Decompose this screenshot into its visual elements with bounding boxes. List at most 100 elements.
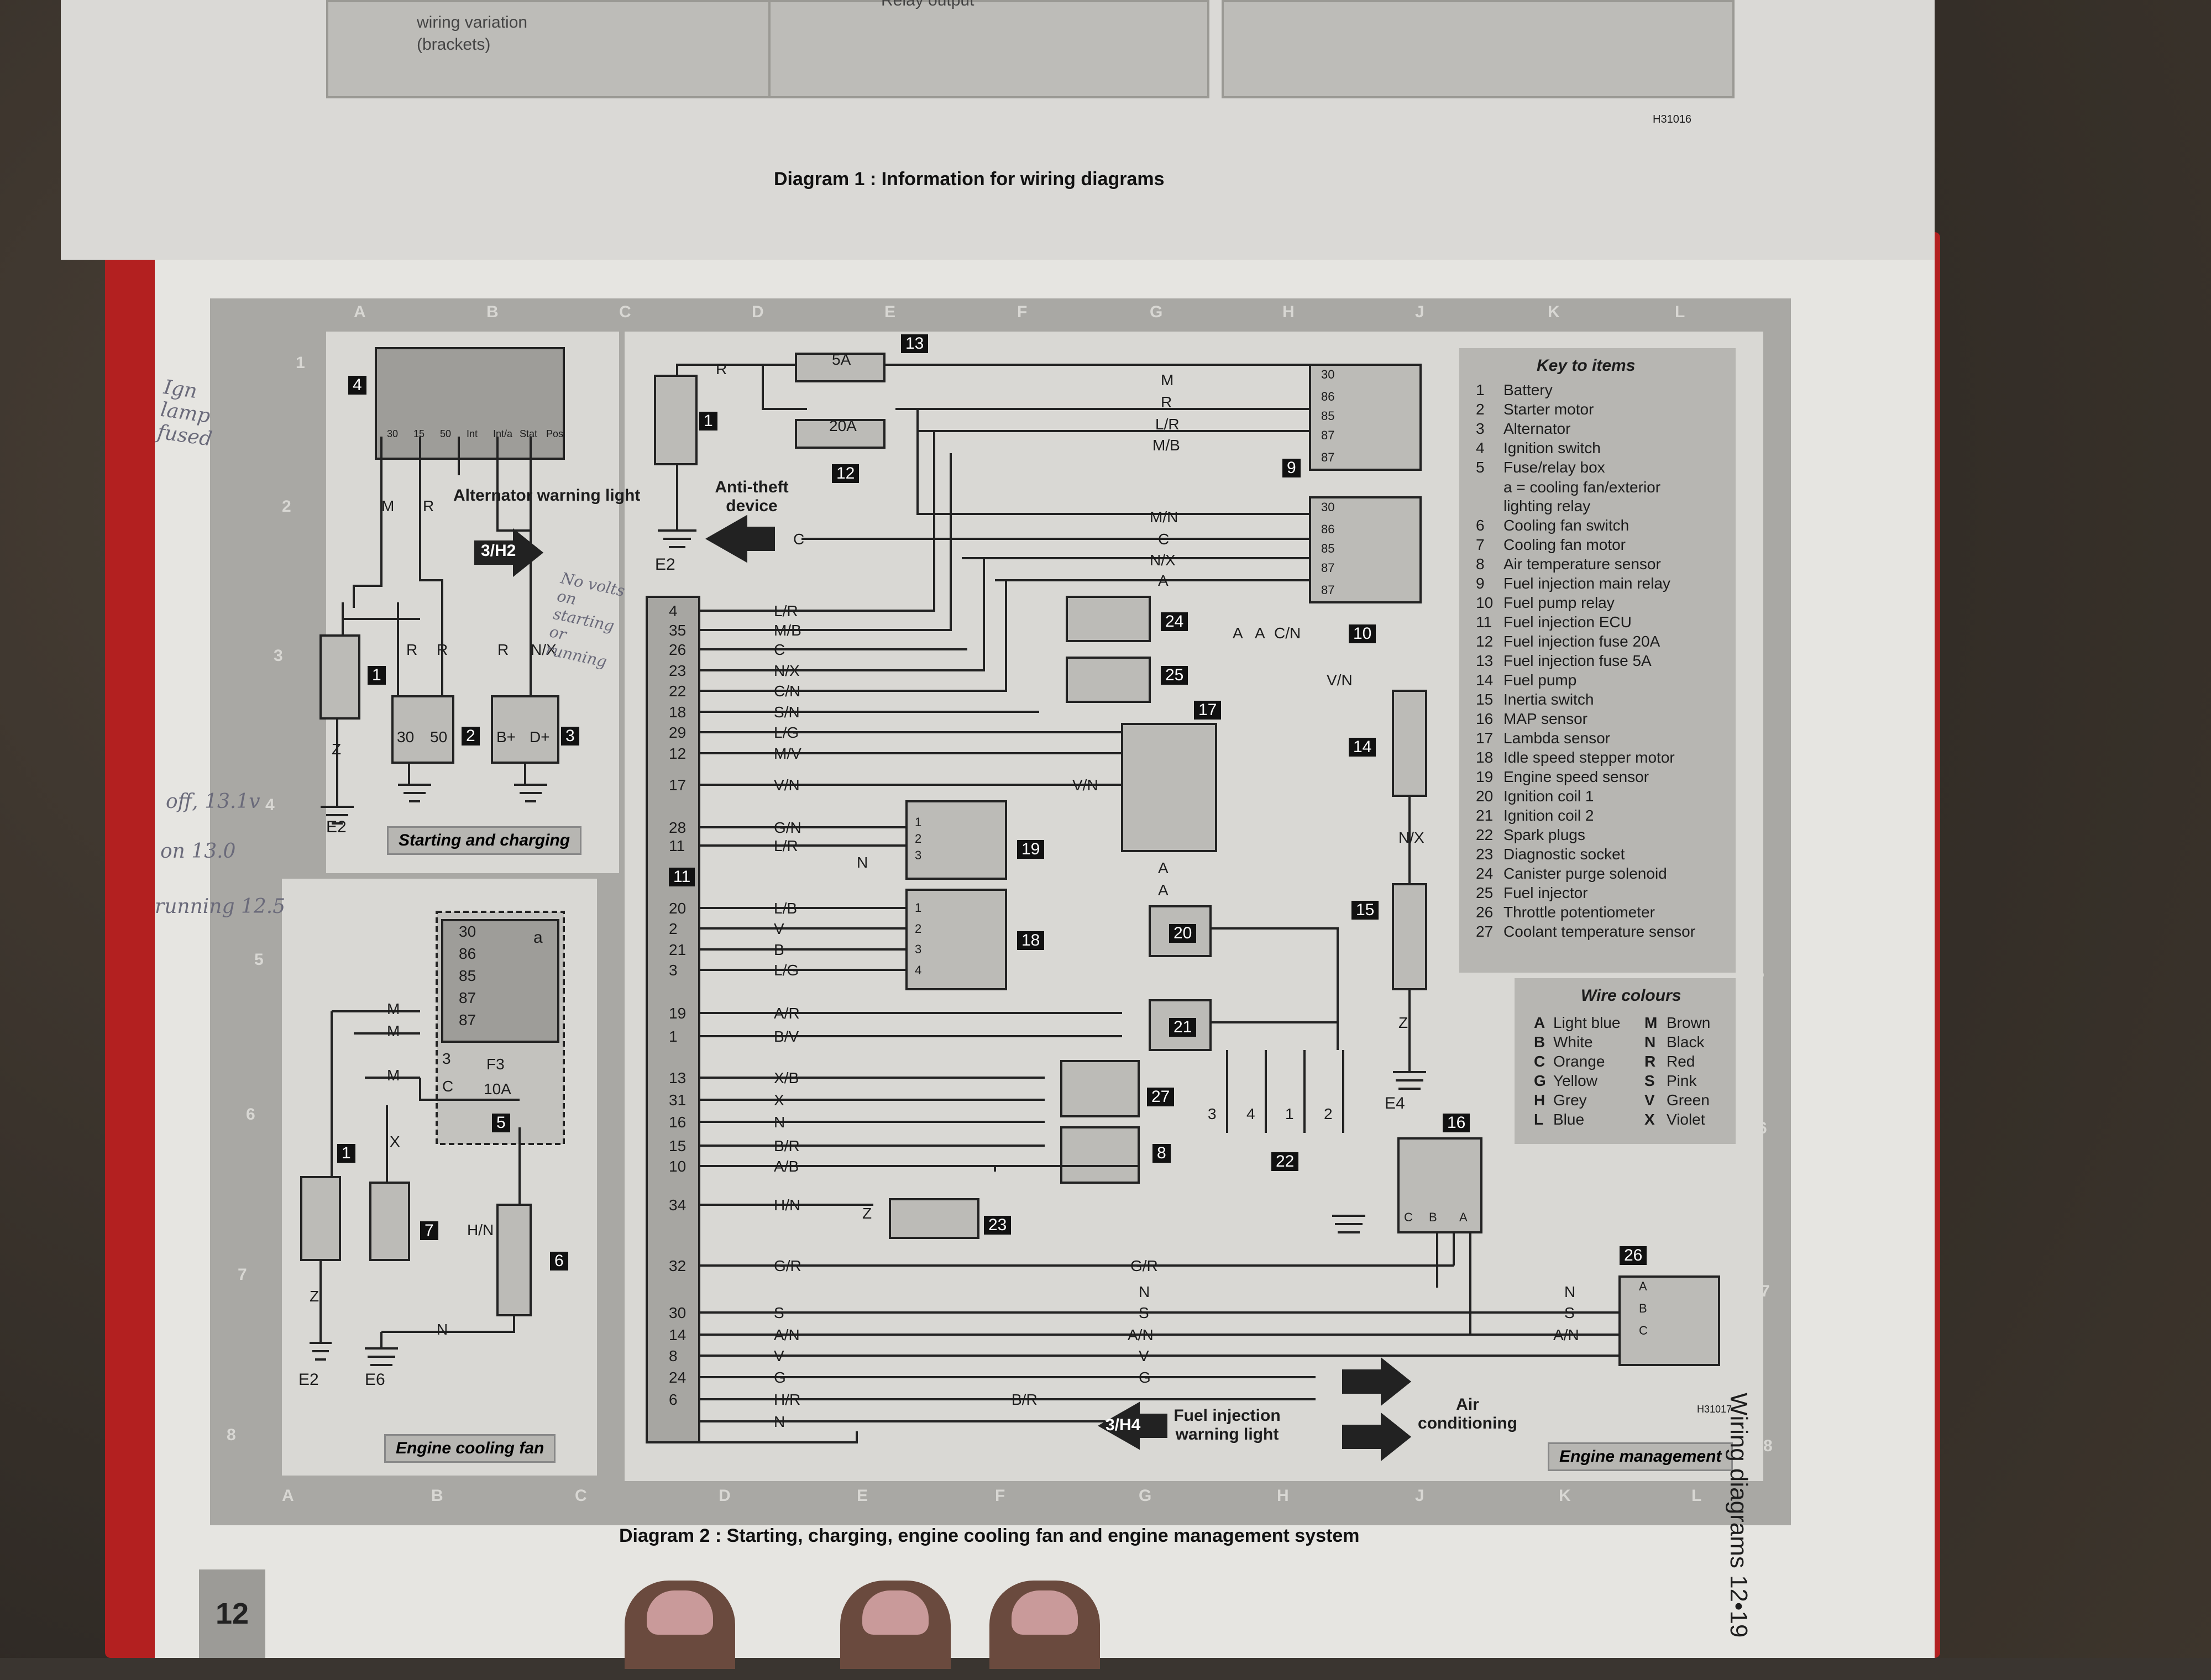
ecu-pin: 31 xyxy=(669,1091,687,1109)
ecu-pin: 10 xyxy=(669,1158,687,1175)
ecu-pin: 20 xyxy=(669,900,687,917)
item-tag: 21 xyxy=(1169,1018,1197,1037)
fan-wire-c: C xyxy=(442,1078,454,1095)
em-earth-e2: E2 xyxy=(655,555,675,574)
item-2-tag: 2 xyxy=(462,727,480,746)
item-tag: 26 xyxy=(1620,1246,1647,1265)
item-tag: 18 xyxy=(1017,931,1045,950)
alt-term-bplus: B+ xyxy=(496,728,516,746)
item-tag: 1 xyxy=(699,412,717,431)
ecu-wire: X xyxy=(774,1091,784,1109)
ecu-wire: G xyxy=(774,1369,786,1386)
ecu-wire: C xyxy=(774,641,785,658)
handwritten-note-on: on 13.0 xyxy=(160,840,236,863)
switch-term-30: 30 xyxy=(387,428,399,439)
switch-term-15: 15 xyxy=(413,428,425,439)
starter-term-50: 50 xyxy=(430,728,448,746)
top-fragment-2: (brackets) xyxy=(417,35,491,54)
ecu-pin: 22 xyxy=(669,683,687,700)
ecu-pin: 13 xyxy=(669,1069,687,1086)
fan-wire-x: X xyxy=(390,1133,400,1150)
ecu-pin: 19 xyxy=(669,1005,687,1022)
item-tag: 24 xyxy=(1161,612,1188,631)
ecu-pin: 16 xyxy=(669,1114,687,1131)
ecu-wire: A/B xyxy=(774,1158,799,1175)
fan-wire-hn: H/N xyxy=(467,1221,494,1238)
ecu-wire: S xyxy=(774,1304,784,1321)
ecu-wire: C/N xyxy=(774,683,801,700)
top-ref: H31016 xyxy=(1653,113,1692,125)
handwritten-note-off: off, 13.1v xyxy=(166,790,260,813)
fan-relay-87: 87 xyxy=(459,989,476,1006)
diagram-1-caption: Diagram 1 : Information for wiring diagr… xyxy=(774,169,1165,190)
ecu-wire: L/R xyxy=(774,602,798,620)
ecu-pin: 28 xyxy=(669,819,687,836)
item-tag: 14 xyxy=(1349,738,1376,757)
ecu-wire: N/X xyxy=(774,662,800,679)
ecu-wire: L/B xyxy=(774,900,798,917)
sc-wire-m: M xyxy=(381,497,395,514)
wire-colours-box xyxy=(1515,978,1736,1144)
switch-term-inta: Int/a xyxy=(493,428,513,439)
handwritten-note-running: running 12.5 xyxy=(155,895,286,918)
alternator-arrow-ref: 3/H2 xyxy=(481,542,516,560)
item-tag: 10 xyxy=(1349,624,1376,643)
ecu-pin: 11 xyxy=(669,837,685,854)
ecu-wire: L/G xyxy=(774,962,799,979)
item-tag: 12 xyxy=(832,464,860,483)
ecu-pin: 34 xyxy=(669,1196,687,1214)
item-tag: 11 xyxy=(669,868,695,886)
finger xyxy=(989,1581,1100,1669)
alt-term-dplus: D+ xyxy=(530,728,550,746)
fan-wire-z: Z xyxy=(310,1288,319,1305)
item-tag: 16 xyxy=(1443,1114,1470,1132)
ecu-wire: S/N xyxy=(774,704,800,721)
ecu-wire: H/N xyxy=(774,1196,801,1214)
item-1-tag: 1 xyxy=(368,666,386,685)
ecu-pin: 23 xyxy=(669,662,687,679)
fan-relay-30: 30 xyxy=(459,923,476,940)
ecu-wire: X/B xyxy=(774,1069,799,1086)
anti-theft-label: Anti-theft device xyxy=(715,478,789,515)
item-tag: 13 xyxy=(901,334,929,353)
previous-page: wiring variation (brackets) Relay output… xyxy=(61,0,1935,260)
em-earth-e4: E4 xyxy=(1385,1094,1405,1112)
sc-earth-label: E2 xyxy=(326,818,347,836)
ecu-wire: A/R xyxy=(774,1005,800,1022)
item-tag: 22 xyxy=(1271,1152,1299,1171)
fan-fuse-10a: 10A xyxy=(484,1080,511,1098)
fan-wire-m-1: M xyxy=(387,1000,400,1017)
ecu-pin: 35 xyxy=(669,622,687,639)
ecu-pin: 14 xyxy=(669,1326,687,1343)
sc-wire-r-2: R xyxy=(406,641,418,658)
engine-cooling-fan-label: Engine cooling fan xyxy=(384,1434,556,1463)
fan-relay-86: 86 xyxy=(459,945,476,962)
item-6-tag: 6 xyxy=(550,1252,568,1271)
ecu-pin: 6 xyxy=(669,1391,678,1408)
sc-wire-r-4: R xyxy=(497,641,509,658)
fan-relay-87b: 87 xyxy=(459,1011,476,1028)
item-1b-tag: 1 xyxy=(337,1144,355,1163)
wire-colours-title: Wire colours xyxy=(1581,986,1681,1005)
ecu-wire: M/V xyxy=(774,745,801,762)
ecu-pin: 24 xyxy=(669,1369,687,1386)
switch-term-pos: Pos xyxy=(546,428,564,439)
ecu-wire: N xyxy=(774,1114,785,1131)
alternator-warning-label: Alternator warning light xyxy=(453,486,641,505)
ecu-wire: G/N xyxy=(774,819,801,836)
ecu-pin: 2 xyxy=(669,920,678,937)
item-tag: 25 xyxy=(1161,666,1188,685)
item-4-tag: 4 xyxy=(348,376,366,395)
engine-management-label: Engine management xyxy=(1548,1442,1733,1471)
fan-relay-tag-a: a xyxy=(533,928,543,947)
fan-earth-e6: E6 xyxy=(365,1371,385,1389)
ecu-pin: 26 xyxy=(669,641,687,658)
item-tag: 20 xyxy=(1169,924,1197,943)
fuse-20a-label: 20A xyxy=(829,417,857,434)
ecu-wire: V xyxy=(774,1347,784,1364)
item-tag: 19 xyxy=(1017,840,1045,859)
em-ref: H31017 xyxy=(1697,1404,1732,1415)
sc-wire-r-3: R xyxy=(437,641,448,658)
ecu-pin: 21 xyxy=(669,941,687,958)
